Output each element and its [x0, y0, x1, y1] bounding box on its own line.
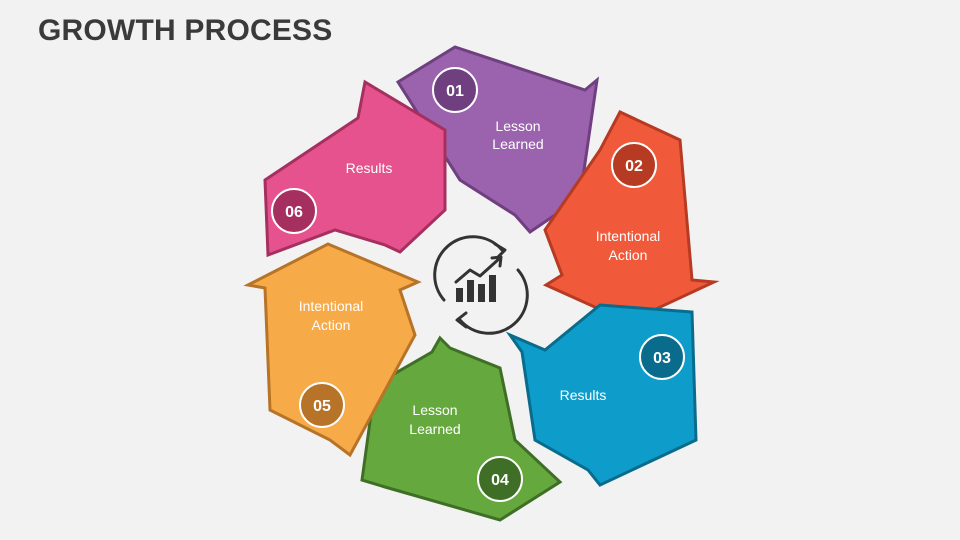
step-3-number-badge	[639, 334, 685, 380]
step-6: Results 06	[263, 79, 447, 258]
step-5-number-badge	[299, 382, 345, 428]
growth-chart-cycle-icon	[433, 235, 529, 335]
step-2-label-line2: Action	[609, 247, 648, 263]
step-5: Intentional Action 05	[243, 242, 422, 458]
step-1-number: 01	[446, 83, 464, 100]
step-1-number-badge	[432, 67, 478, 113]
step-2: Intentional Action 02	[542, 110, 720, 324]
step-3-label-line1: Results	[560, 387, 607, 403]
step-2-label-line1: Intentional	[596, 228, 661, 244]
step-5-label-line2: Action	[312, 317, 351, 333]
step-4-number-badge	[477, 456, 523, 502]
step-3-number: 03	[653, 350, 671, 367]
step-5-number: 05	[313, 398, 331, 415]
step-1: Lesson Learned 01	[395, 45, 600, 234]
step-2-number-badge	[611, 142, 657, 188]
step-6-number: 06	[285, 204, 303, 221]
step-5-label-line1: Intentional	[299, 298, 364, 314]
step-4: Lesson Learned 04	[360, 335, 563, 522]
step-1-label-line2: Learned	[492, 136, 543, 152]
slide-title: GROWTH PROCESS	[38, 14, 333, 47]
step-2-arrow	[542, 110, 720, 324]
step-5-arrow	[243, 242, 422, 458]
step-4-label-line2: Learned	[409, 421, 460, 437]
step-6-number-badge	[271, 188, 317, 234]
step-6-label-line1: Results	[346, 160, 393, 176]
step-2-number: 02	[625, 158, 643, 175]
step-4-label-line1: Lesson	[412, 402, 457, 418]
step-3: Results 03	[505, 303, 698, 487]
step-1-label-line1: Lesson	[495, 118, 540, 134]
step-4-number: 04	[491, 472, 509, 489]
